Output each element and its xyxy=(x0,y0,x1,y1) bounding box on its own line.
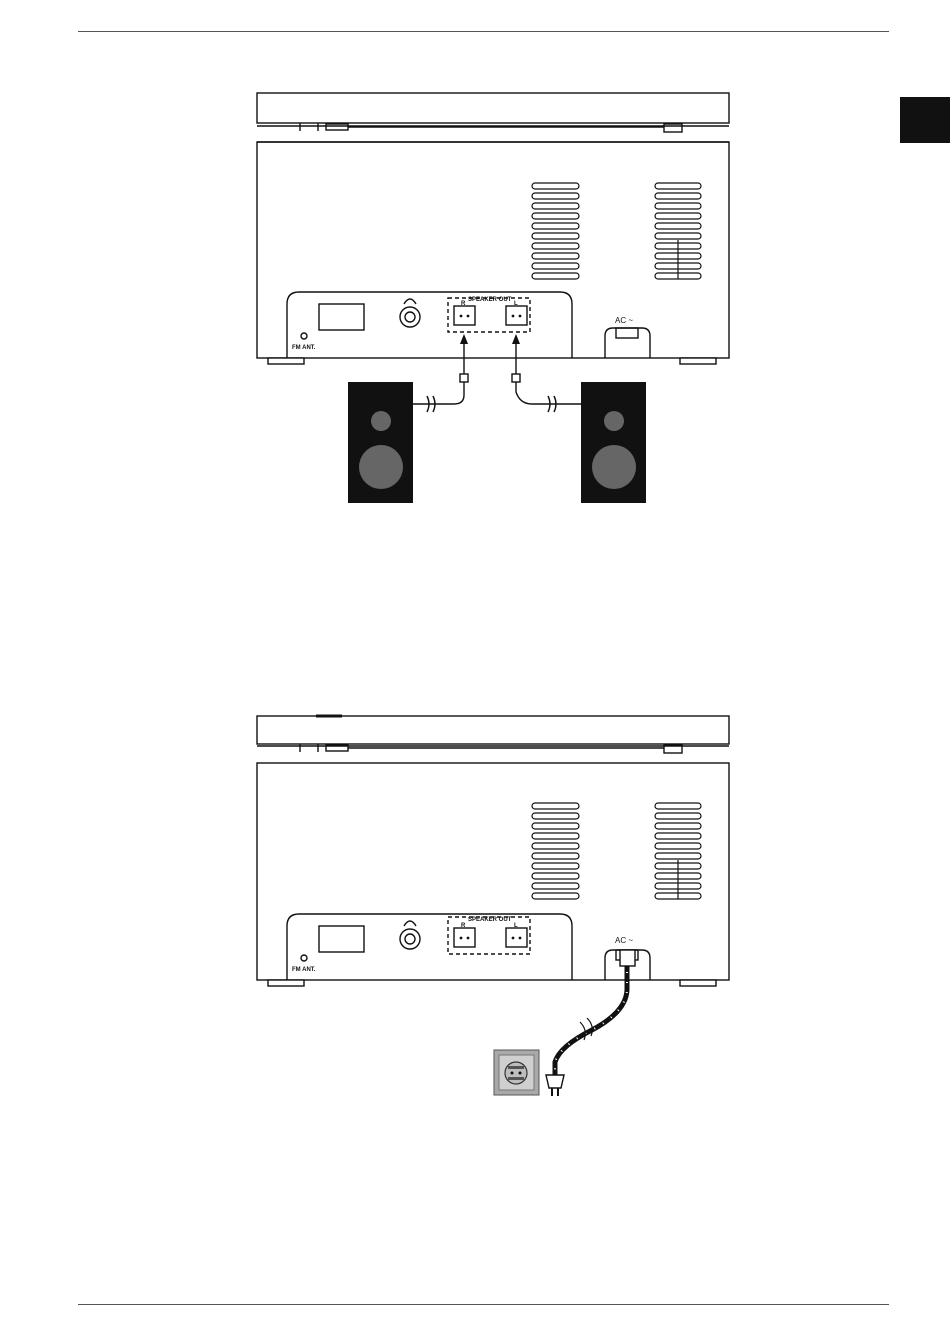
headphone-jack xyxy=(400,307,420,327)
unit-foot xyxy=(680,980,716,986)
ac-label: AC ~ xyxy=(615,936,633,945)
power-connection-figure: FM ANT. SPEAKER OUT R L AC ~ xyxy=(0,620,950,1120)
speaker-cable-left xyxy=(413,382,464,404)
speaker-connection-figure: FM ANT. SPEAKER OUT R L AC ~ xyxy=(0,0,950,520)
speaker-tweeter xyxy=(604,411,624,431)
speaker-terminal-l xyxy=(506,928,527,947)
connector-panel xyxy=(287,292,572,358)
headphone-icon xyxy=(404,921,416,926)
terminal-r-label: R xyxy=(461,923,466,929)
vent-grille-left xyxy=(532,803,579,899)
headphone-icon xyxy=(404,299,416,304)
speaker-out-label: SPEAKER OUT xyxy=(468,917,512,923)
connector-panel xyxy=(287,914,572,980)
headphone-jack xyxy=(400,929,420,949)
power-cord xyxy=(555,950,635,1075)
right-speaker xyxy=(581,382,646,503)
speaker-cable-right xyxy=(516,382,581,404)
speaker-out-label: SPEAKER OUT xyxy=(468,297,512,303)
power-plug xyxy=(546,1075,564,1096)
unit-body xyxy=(257,142,729,358)
display-window xyxy=(319,304,364,330)
speaker-terminal-l xyxy=(506,306,527,325)
speaker-terminal-r xyxy=(454,928,475,947)
vent-grille-right xyxy=(655,183,701,279)
unit-foot xyxy=(680,358,716,364)
fm-antenna-socket xyxy=(301,333,307,339)
vent-grille-right xyxy=(655,803,701,899)
speaker-woofer xyxy=(359,445,403,489)
fm-antenna-label: FM ANT. xyxy=(292,967,316,973)
terminal-r-label: R xyxy=(461,301,466,307)
ac-label: AC ~ xyxy=(615,316,633,325)
unit-lid xyxy=(257,93,729,123)
footer-rule xyxy=(78,1304,889,1305)
display-window xyxy=(319,926,364,952)
vent-grille-left xyxy=(532,183,579,279)
terminal-l-label: L xyxy=(514,301,518,307)
cable-plug-l xyxy=(512,374,520,382)
speaker-terminal-r xyxy=(454,306,475,325)
unit-foot xyxy=(268,358,304,364)
ac-inlet-housing xyxy=(605,328,650,358)
fm-antenna-label: FM ANT. xyxy=(292,345,316,351)
wall-socket xyxy=(494,1050,539,1095)
unit-foot xyxy=(268,980,304,986)
ac-inlet xyxy=(616,328,638,338)
terminal-l-label: L xyxy=(514,923,518,929)
cable-plug-r xyxy=(460,374,468,382)
unit-body xyxy=(257,763,729,980)
speaker-tweeter xyxy=(371,411,391,431)
fm-antenna-socket xyxy=(301,955,307,961)
unit-lid xyxy=(257,716,729,744)
left-speaker xyxy=(348,382,413,503)
speaker-woofer xyxy=(592,445,636,489)
